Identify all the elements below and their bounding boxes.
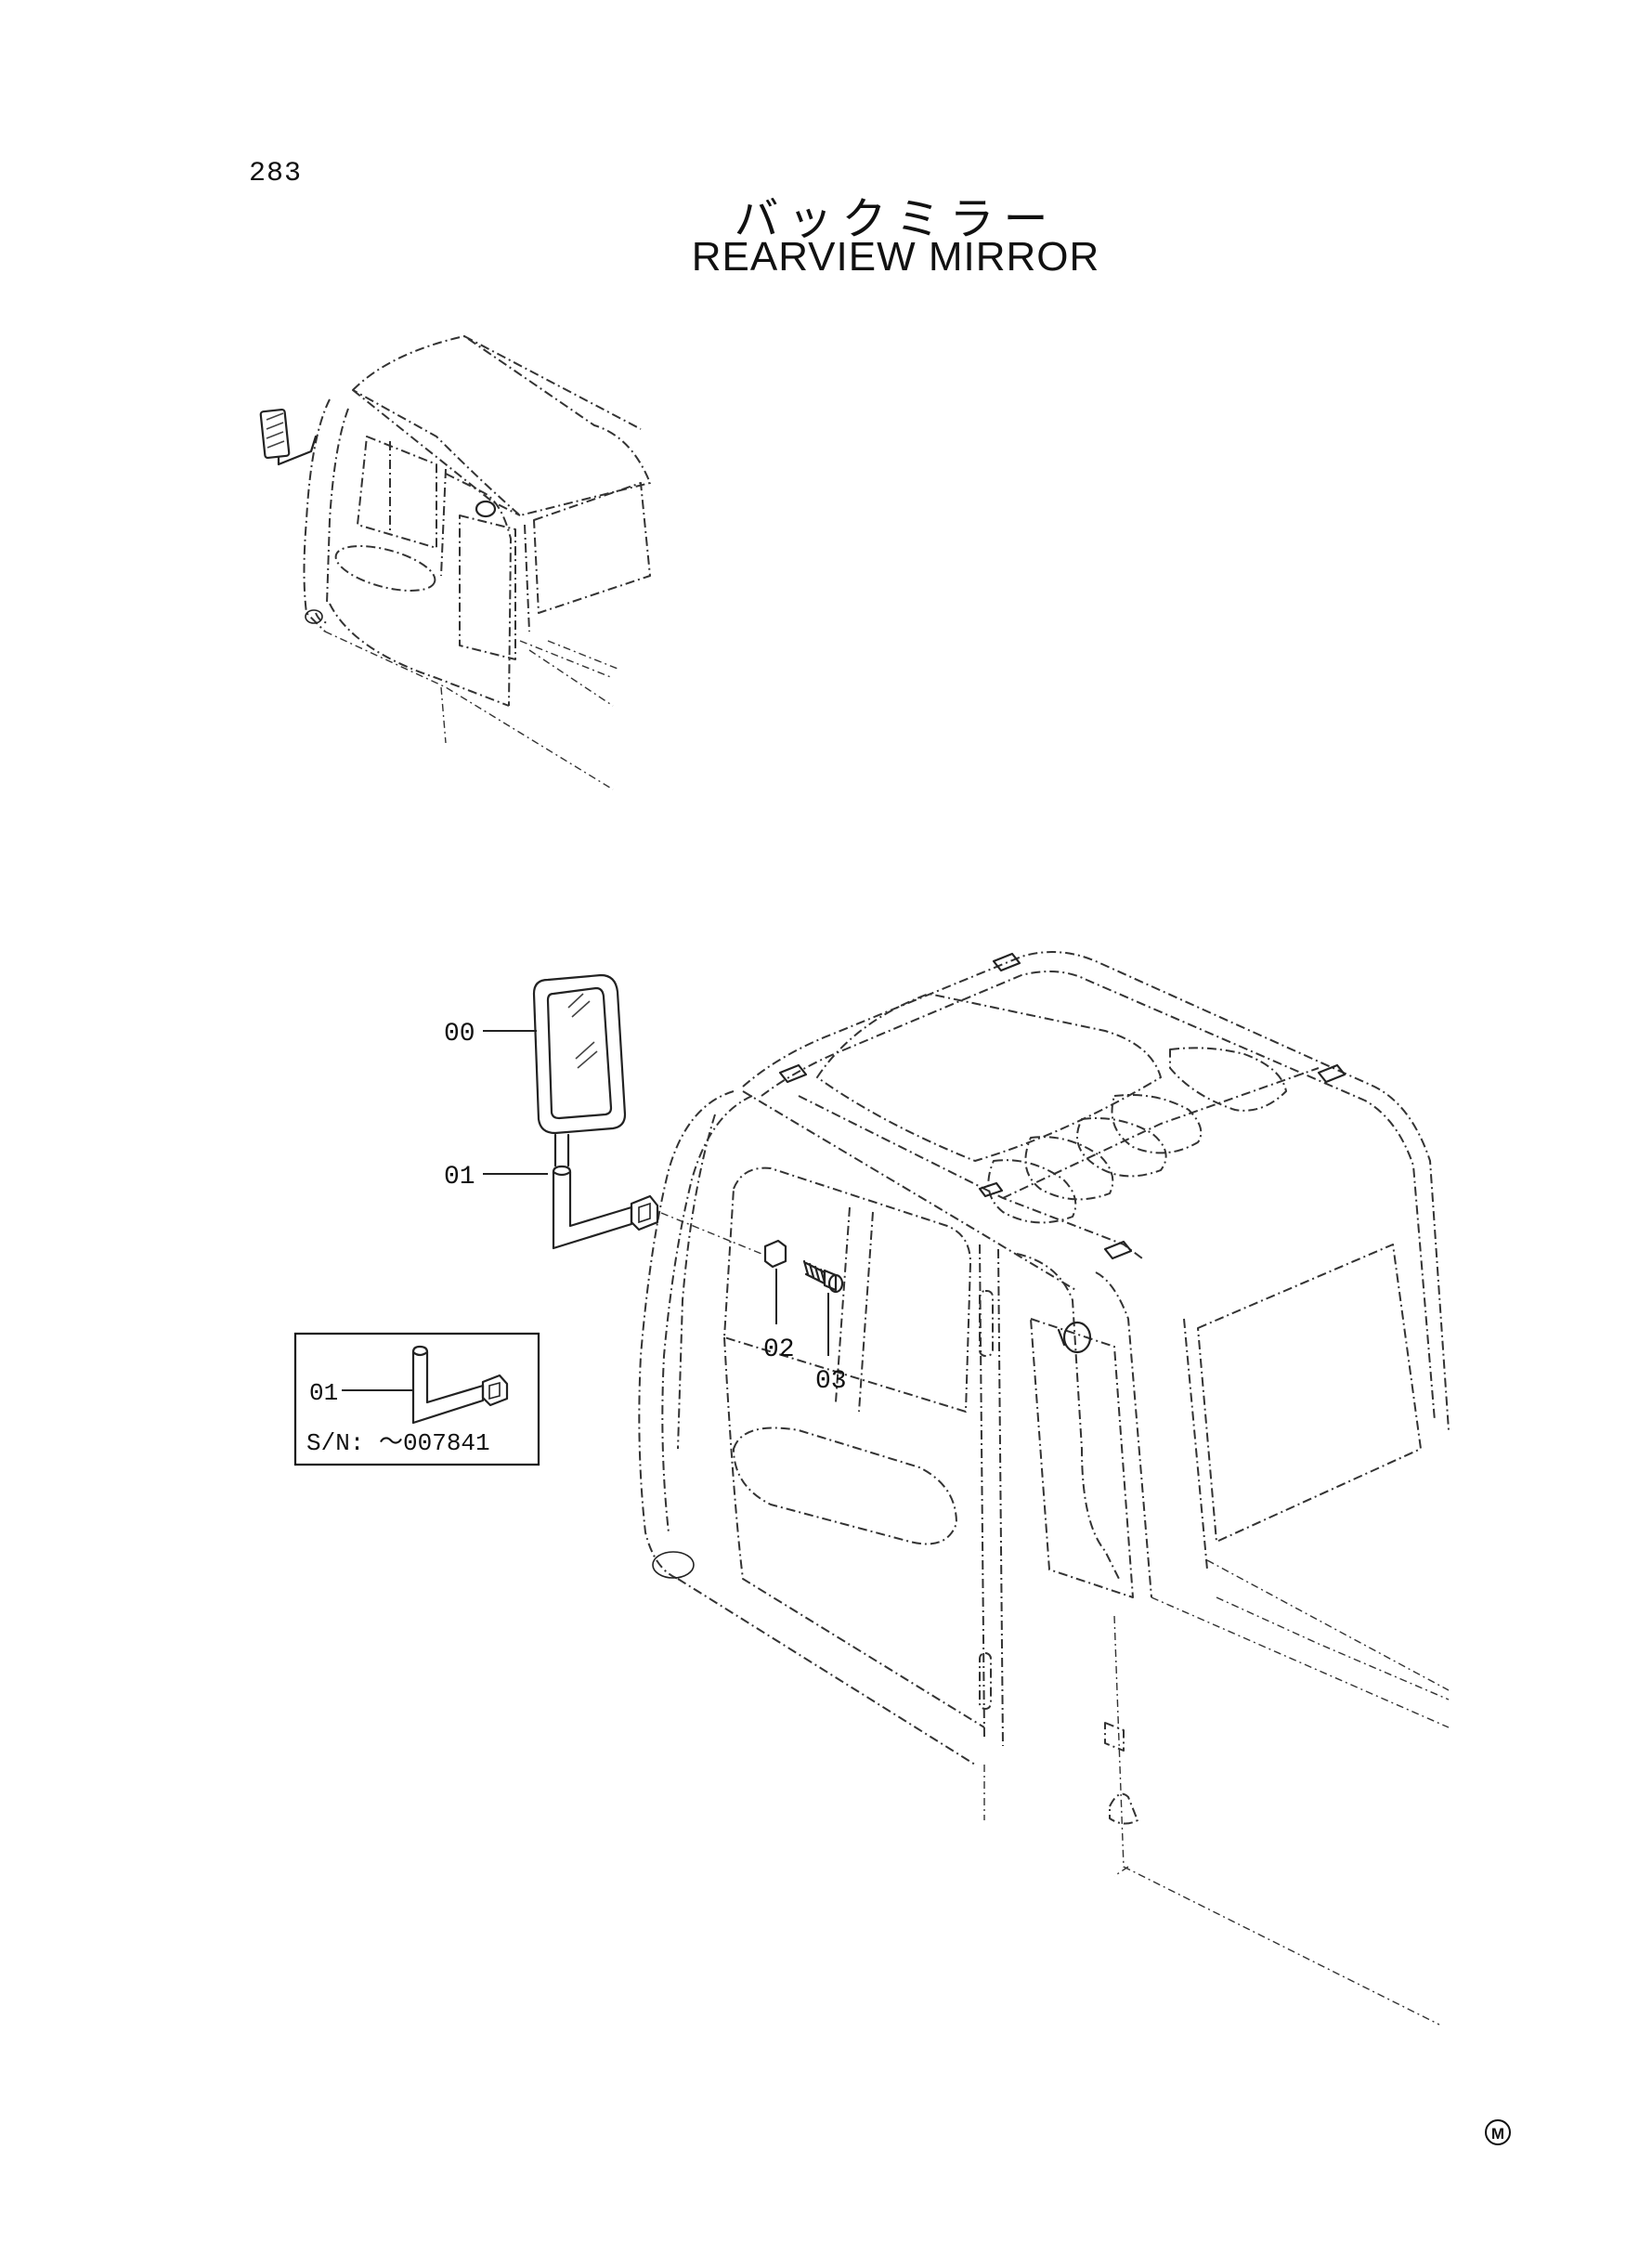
callout-02: 02 [763, 1335, 795, 1364]
mirror-assembly [532, 973, 844, 1294]
inset-box: 01 S/N: ～007841 [293, 1332, 540, 1466]
callout-03: 03 [815, 1367, 847, 1396]
main-cab-drawing [638, 951, 1450, 2026]
footer-mark: M [1485, 2119, 1511, 2145]
title-english: REARVIEW MIRROR [691, 234, 1100, 280]
inset-callout-01: 01 [309, 1379, 338, 1407]
inset-serial-note: S/N: ～007841 [306, 1429, 490, 1457]
callout-00: 00 [444, 1020, 475, 1049]
callout-01: 01 [444, 1163, 475, 1192]
footer-mark-letter: M [1491, 2125, 1504, 2143]
page-number: 283 [249, 158, 303, 189]
overview-cab-drawing [259, 335, 651, 790]
title-japanese: バックミラー [734, 193, 1058, 245]
